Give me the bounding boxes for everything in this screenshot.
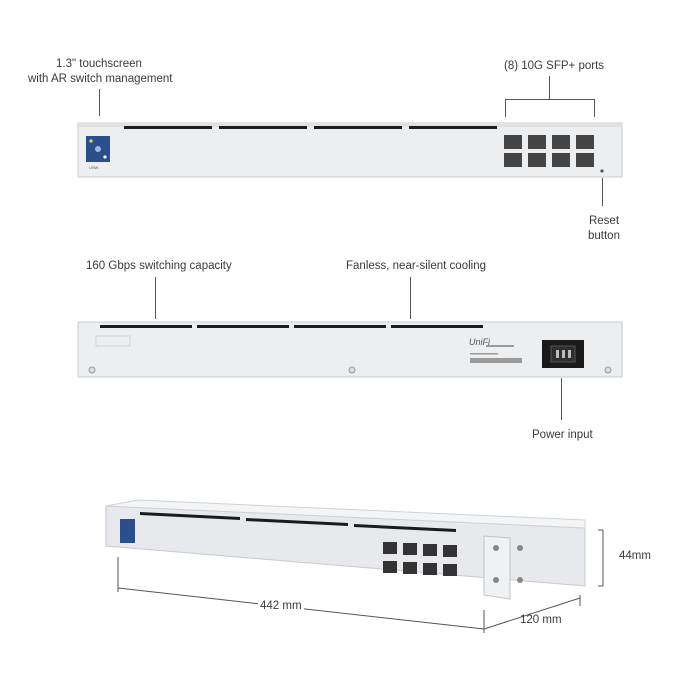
chassis-front-face bbox=[105, 505, 586, 587]
rack-ear bbox=[483, 535, 511, 600]
depth-dimension-label: 120 mm bbox=[520, 614, 562, 626]
reset-pointer bbox=[602, 178, 603, 206]
height-dimension-label: 44mm bbox=[619, 550, 651, 562]
front-chassis bbox=[77, 122, 623, 178]
chassis-top-face bbox=[105, 499, 586, 529]
rear-vents bbox=[100, 325, 483, 328]
cooling-label: Fanless, near-silent cooling bbox=[346, 260, 486, 272]
perspective-sfp-ports bbox=[383, 542, 457, 576]
device-tag: USW bbox=[89, 165, 99, 170]
reset-label: Reset button bbox=[588, 215, 620, 242]
sfp-bracket-bar bbox=[505, 99, 595, 100]
touchscreen-pointer bbox=[99, 89, 100, 116]
sfp-bracket-stem bbox=[549, 76, 550, 99]
power-inlet-icon bbox=[542, 340, 584, 368]
touchscreen-icon bbox=[86, 136, 110, 162]
power-input-label: Power input bbox=[532, 429, 593, 441]
power-pointer bbox=[561, 378, 562, 420]
switching-capacity-label: 160 Gbps switching capacity bbox=[86, 260, 232, 272]
sfp-bracket-right bbox=[594, 99, 595, 117]
perspective-vents bbox=[140, 512, 456, 532]
sfp-bracket-left bbox=[505, 99, 506, 117]
switching-pointer bbox=[155, 277, 156, 319]
regulatory-label-marks bbox=[470, 345, 522, 363]
sfp-ports bbox=[504, 135, 594, 167]
front-vents bbox=[124, 126, 497, 129]
perspective-touchscreen bbox=[120, 519, 135, 543]
width-dimension-label: 442 mm bbox=[258, 599, 304, 614]
reset-button-hole bbox=[600, 169, 604, 173]
cooling-pointer bbox=[410, 277, 411, 319]
touchscreen-label: 1.3" touchscreen with AR switch manageme… bbox=[28, 58, 173, 85]
sfp-ports-label: (8) 10G SFP+ ports bbox=[504, 60, 605, 72]
unifi-logo: UniFi bbox=[469, 337, 491, 347]
rear-chassis bbox=[77, 321, 623, 378]
screw-icons bbox=[88, 366, 612, 374]
